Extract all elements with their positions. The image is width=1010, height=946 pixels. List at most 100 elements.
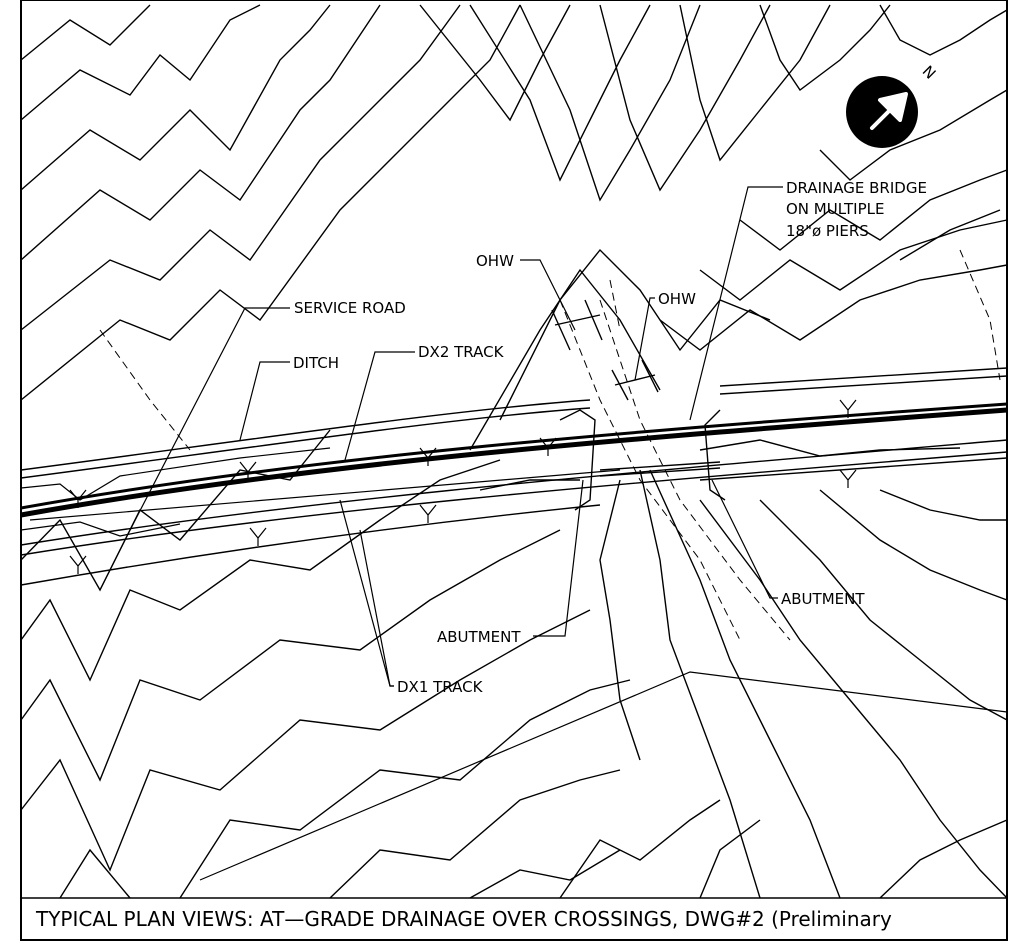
contour-line (59, 848, 131, 899)
contour-line (20, 4, 261, 121)
dashed-line (99, 329, 191, 451)
contour-line (20, 4, 381, 261)
service-road-edge (20, 399, 591, 471)
contour-line (469, 849, 621, 899)
contour-line (559, 799, 721, 899)
contour-line (759, 4, 891, 92)
channel-line (479, 479, 580, 491)
north-arrow-icon (870, 92, 908, 130)
ditch-markers (69, 399, 857, 574)
dashed-line (559, 299, 741, 641)
abutment-outline (704, 409, 726, 501)
dx1-track-leader (339, 499, 394, 687)
dx1-track-leader-2 (359, 529, 394, 687)
contour-line (20, 4, 521, 401)
ditch-marker (239, 461, 257, 480)
contour-line (20, 609, 591, 872)
ditch-line (20, 521, 181, 537)
contour-line (759, 499, 1008, 721)
ref-line (199, 671, 1008, 881)
dx1-track-rail (20, 451, 1008, 556)
ohw-tick (551, 309, 571, 351)
ditch-marker (839, 399, 857, 418)
contour-line (20, 459, 501, 682)
contour-line (649, 469, 841, 899)
ditch-line (20, 447, 331, 501)
contour-line (659, 264, 1008, 351)
track-corridor (20, 367, 1008, 586)
leader-lines (29, 186, 1008, 881)
dashed-line (609, 279, 621, 331)
contour-line (599, 479, 641, 761)
ditch-marker (539, 437, 557, 456)
dx2-track-leader (344, 351, 415, 461)
ditch-marker (839, 469, 857, 488)
contour-line (329, 769, 621, 899)
ditch-marker (419, 504, 437, 523)
drainage-bridge-label-1: DRAINAGE BRIDGE (786, 179, 927, 197)
contour-line (879, 489, 1007, 521)
dashed-lines (99, 249, 1001, 641)
ohw-left-label: OHW (476, 252, 514, 270)
drawing-title: TYPICAL PLAN VIEWS: AT—GRADE DRAINAGE OV… (35, 907, 892, 931)
ditch-marker (419, 447, 437, 466)
ditch-leader (239, 361, 290, 441)
abutment-right-label: ABUTMENT (781, 590, 865, 608)
ohw-tick (584, 299, 603, 341)
contour-line (739, 169, 1008, 251)
dx2-track-rail (20, 407, 1008, 518)
drainage-bridge-label-3: 18"ø PIERS (786, 222, 869, 240)
bridge-span (599, 461, 721, 471)
service-road-edge (719, 367, 1008, 387)
ref-line (29, 469, 621, 521)
north-arrow (846, 76, 918, 148)
contour-line (469, 4, 651, 182)
contour-line (499, 248, 771, 421)
bridge-span (599, 467, 721, 477)
contour-line (469, 268, 661, 451)
contour-line (20, 4, 461, 331)
ditch-marker (69, 555, 87, 574)
service-road-edge (719, 375, 1008, 395)
contour-line (639, 469, 761, 899)
contour-line (419, 4, 571, 122)
abutment-outline (559, 409, 596, 511)
contour-line (599, 4, 771, 192)
contour-line (879, 4, 1008, 56)
north-arrow-circle (846, 76, 918, 148)
drainage-bridge-leader (689, 186, 783, 421)
ohw-tick (641, 359, 659, 393)
drainage-bridge-label-2: ON MULTIPLE (786, 200, 884, 218)
contour-line (899, 209, 1001, 261)
abutment-left-label: ABUTMENT (437, 628, 521, 646)
ditch-label: DITCH (293, 354, 339, 372)
dx2-track-rail-2 (20, 402, 1008, 510)
contour-line (699, 819, 761, 899)
labels: N DRAINAGE BRIDGE ON MULTIPLE 18"ø PIERS… (293, 62, 939, 696)
ditch-marker (249, 527, 267, 546)
north-label: N (919, 62, 940, 83)
dashed-line (599, 299, 791, 641)
lower-edge (699, 457, 1008, 481)
ohw-right-label: OHW (658, 290, 696, 308)
sheet-border (20, 0, 1008, 941)
service-road-label: SERVICE ROAD (294, 299, 406, 317)
contour-line (879, 819, 1008, 899)
contour-line (179, 679, 631, 899)
contour-line (819, 489, 1008, 601)
abutment-right-leader (711, 479, 778, 599)
dx1-track-label: DX1 TRACK (397, 678, 484, 696)
contour-line (819, 89, 1008, 181)
ohw-right-leader (634, 297, 655, 381)
contour-line (679, 4, 831, 162)
contour-line (699, 219, 1008, 301)
contour-line (699, 499, 1008, 899)
dx2-track-label: DX2 TRACK (418, 343, 505, 361)
ohw-tick (611, 369, 629, 401)
contour-line (20, 4, 331, 191)
ohw-left-leader (520, 259, 576, 331)
contour-line (20, 4, 151, 61)
lower-edge (20, 504, 601, 586)
service-road-edge (20, 407, 591, 479)
